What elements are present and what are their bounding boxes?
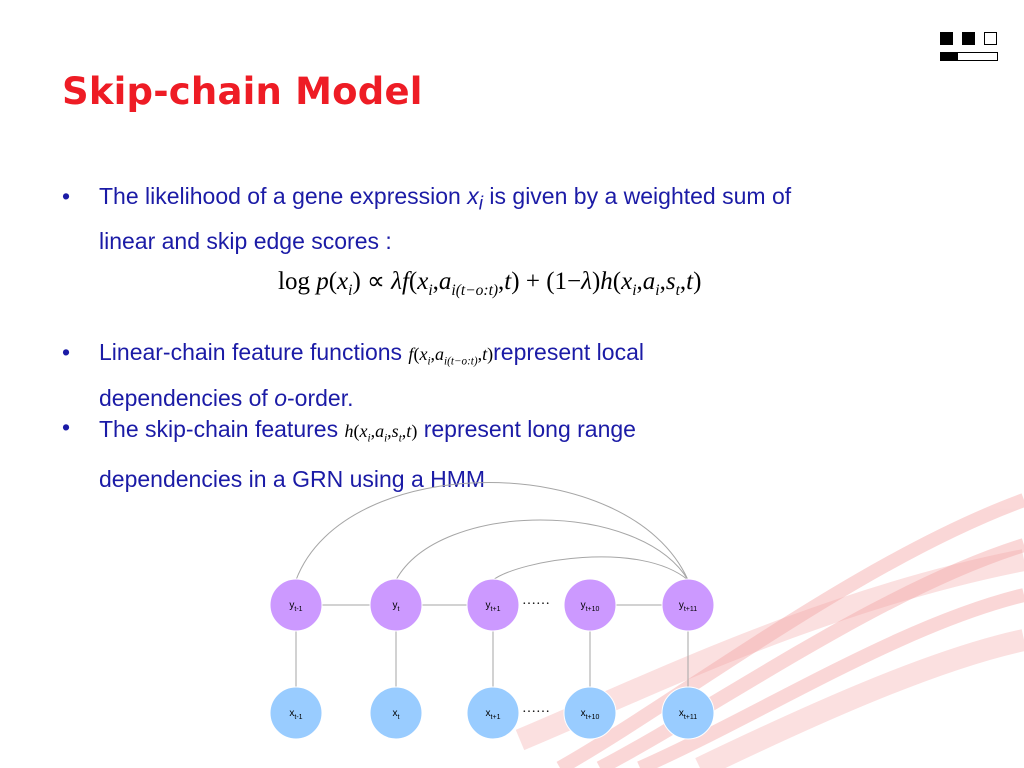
gene-variable: xi: [467, 183, 484, 215]
bullet-1: The likelihood of a gene expression xi i…: [99, 183, 792, 254]
ellipsis-hidden: ……: [522, 593, 550, 608]
slide-title: Skip-chain Model: [62, 70, 423, 113]
observed-node-label: xt+10: [581, 708, 600, 721]
bullet-marker: •: [62, 339, 71, 365]
hidden-node-label: yt+1: [486, 600, 501, 613]
hidden-node-label: yt: [393, 600, 400, 613]
observed-node: [466, 686, 520, 740]
observed-node-label: xt-1: [289, 708, 302, 721]
ellipsis-observed: ……: [522, 701, 550, 716]
hidden-node-label: yt+11: [679, 600, 697, 613]
skip-edge: [492, 556, 689, 581]
observed-node-label: xt: [393, 708, 400, 721]
observed-node: [661, 686, 715, 740]
observed-node: [369, 686, 423, 740]
skip-feature-formula: h(xi,ai,st,t): [344, 421, 418, 445]
bullet-3: The skip-chain features h(xi,ai,st,t) re…: [99, 416, 636, 492]
bullet-marker: •: [62, 183, 71, 209]
hidden-node-label: yt-1: [289, 600, 302, 613]
linear-feature-formula: f(xi,ai(t−o:t),t): [408, 344, 494, 368]
skip-edge: [395, 519, 689, 581]
corner-logo: [940, 32, 998, 64]
hidden-node: [563, 578, 617, 632]
likelihood-formula: log p(xi) ∝ λf(xi,ai(t−o:t),t) + (1−λ)h(…: [278, 268, 702, 299]
skip-edge: [295, 482, 689, 581]
hidden-node-label: yt+10: [581, 600, 600, 613]
bullet-2: Linear-chain feature functions f(xi,ai(t…: [99, 339, 644, 411]
hidden-node: [661, 578, 715, 632]
observed-node-label: xt+1: [486, 708, 501, 721]
observed-node: [563, 686, 617, 740]
observed-node-label: xt+11: [679, 708, 697, 721]
observed-node: [269, 686, 323, 740]
bullet-marker: •: [62, 414, 71, 440]
hidden-node: [269, 578, 323, 632]
hidden-node: [369, 578, 423, 632]
hidden-node: [466, 578, 520, 632]
